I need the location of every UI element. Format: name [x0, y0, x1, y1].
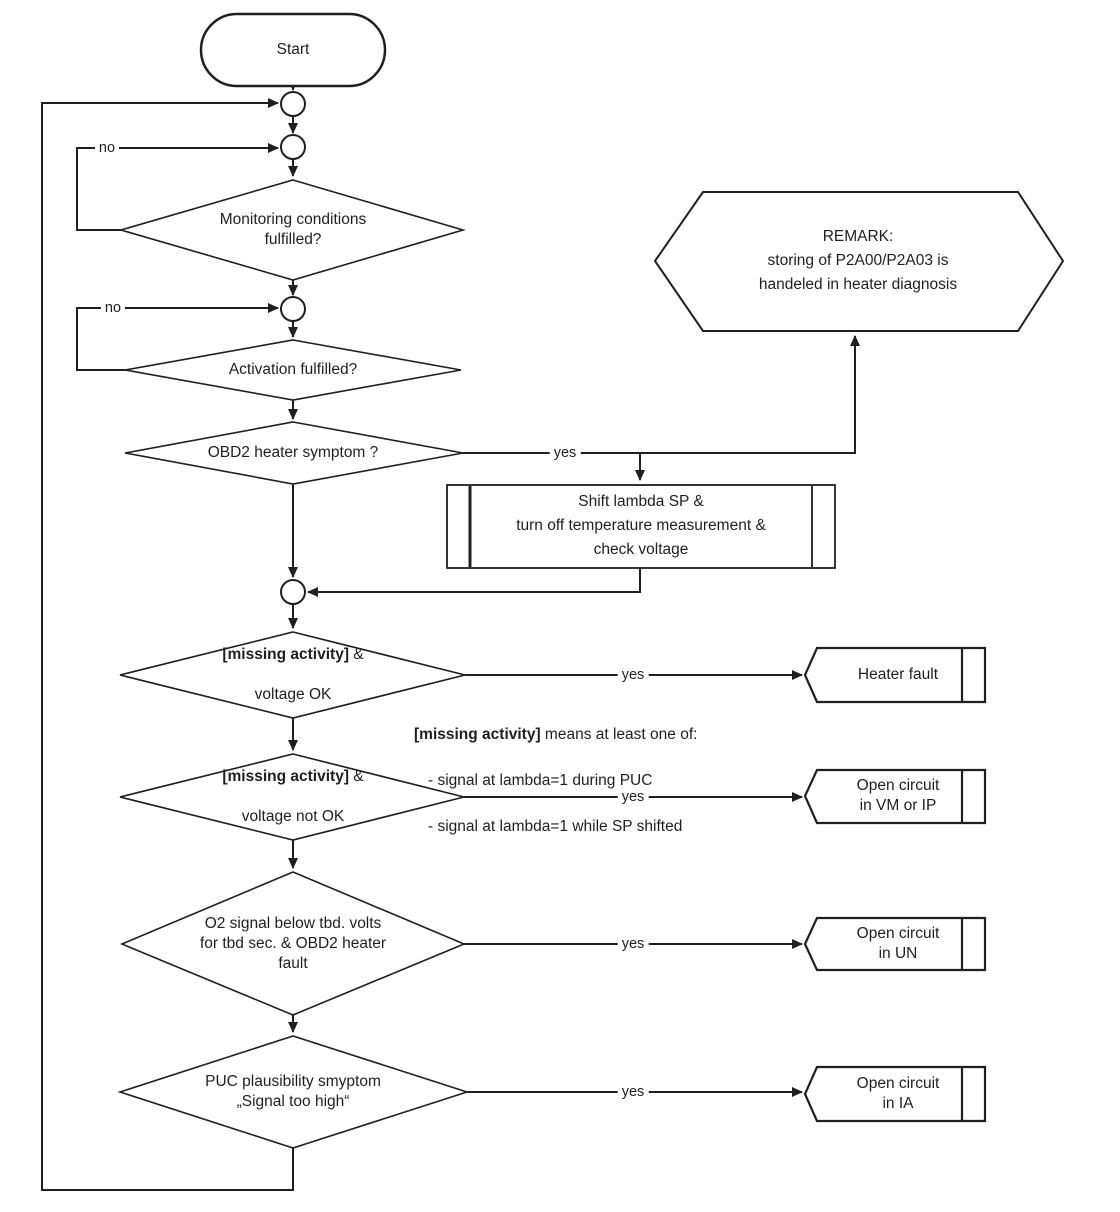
junction-circle-4	[280, 579, 306, 605]
annotation-item-1: - signal at lambda=1 during PUC	[428, 772, 653, 789]
missing-activity-bold: [missing activity]	[222, 646, 349, 663]
decision-o2-signal-below	[119, 871, 467, 1016]
edge-label-yes-o2: yes	[617, 936, 649, 952]
edge-label-yes-missing-not-ok: yes	[617, 789, 649, 805]
decision-missing-activity-voltage-not-ok	[119, 753, 465, 841]
output-open-vm-ip-label: Open circuit in VM or IP	[856, 777, 940, 814]
missing-activity2-bold: [missing activity]	[222, 768, 349, 785]
edge-label-no-activation: no	[100, 300, 126, 316]
decision-activation-label: Activation fulfilled?	[228, 361, 358, 378]
output-open-un-label: Open circuit in UN	[856, 925, 940, 962]
annotation-intro: [missing activity] means at least one of…	[414, 723, 834, 746]
junction-circle-2	[280, 134, 306, 160]
annotation-item-2: - signal at lambda=1 while SP shifted	[428, 818, 683, 835]
decision-activation	[124, 339, 462, 401]
edge-label-yes-obd2: yes	[549, 445, 581, 461]
missing-activity-annotation: [missing activity] means at least one of…	[414, 700, 834, 861]
missing-activity-line2: voltage OK	[254, 686, 332, 703]
output-open-ia	[803, 1065, 987, 1123]
remark-label: REMARK: storing of P2A00/P2A03 is handel…	[758, 228, 958, 293]
output-heater-fault-label: Heater fault	[857, 666, 939, 683]
remark-hexagon	[653, 191, 1065, 332]
output-open-ia-label: Open circuit in IA	[856, 1075, 940, 1112]
edge-label-yes-missing-ok: yes	[617, 667, 649, 683]
annotation-rest: means at least one of:	[540, 726, 698, 743]
start-label: Start	[276, 41, 310, 58]
edge-no-monitoring	[76, 143, 279, 231]
process-label: Shift lambda SP & turn off temperature m…	[516, 493, 766, 558]
edge-label-yes-puc: yes	[617, 1084, 649, 1100]
edge-feedback-loop	[41, 98, 294, 1191]
decision-o2-label: O2 signal below tbd. volts for tbd sec. …	[199, 915, 387, 972]
decision-missing-not-ok-label: [missing activity] & voltage not OK	[168, 747, 418, 847]
output-open-un	[803, 916, 987, 972]
output-open-vm-ip	[803, 768, 987, 825]
decision-obd2-heater-symptom	[124, 421, 464, 485]
start-node	[199, 12, 387, 88]
decision-missing-ok-label: [missing activity] & voltage OK	[168, 625, 418, 725]
edge-process-to-junction4	[307, 568, 641, 597]
missing-activity2-line2: voltage not OK	[241, 808, 345, 825]
edge-label-no-monitoring: no	[94, 140, 120, 156]
process-shift-lambda	[446, 484, 836, 569]
junction-circle-3	[280, 296, 306, 322]
junction-circle-1	[280, 91, 306, 117]
decision-obd2-label: OBD2 heater symptom ?	[207, 444, 379, 461]
decision-missing-activity-voltage-ok	[119, 631, 466, 719]
decision-monitoring-conditions	[118, 179, 466, 281]
edge-yes-obd2-to-remark	[463, 335, 860, 454]
decision-puc-plausibility	[117, 1035, 470, 1149]
decision-puc-label: PUC plausibility smyptom „Signal too hig…	[205, 1073, 381, 1110]
decision-monitoring-label: Monitoring conditions fulfilled?	[219, 211, 367, 248]
edge-no-activation	[76, 303, 279, 371]
annotation-bold: [missing activity]	[414, 726, 541, 743]
missing-activity-rest: &	[348, 646, 364, 663]
output-heater-fault	[803, 646, 987, 704]
missing-activity2-rest: &	[348, 768, 364, 785]
